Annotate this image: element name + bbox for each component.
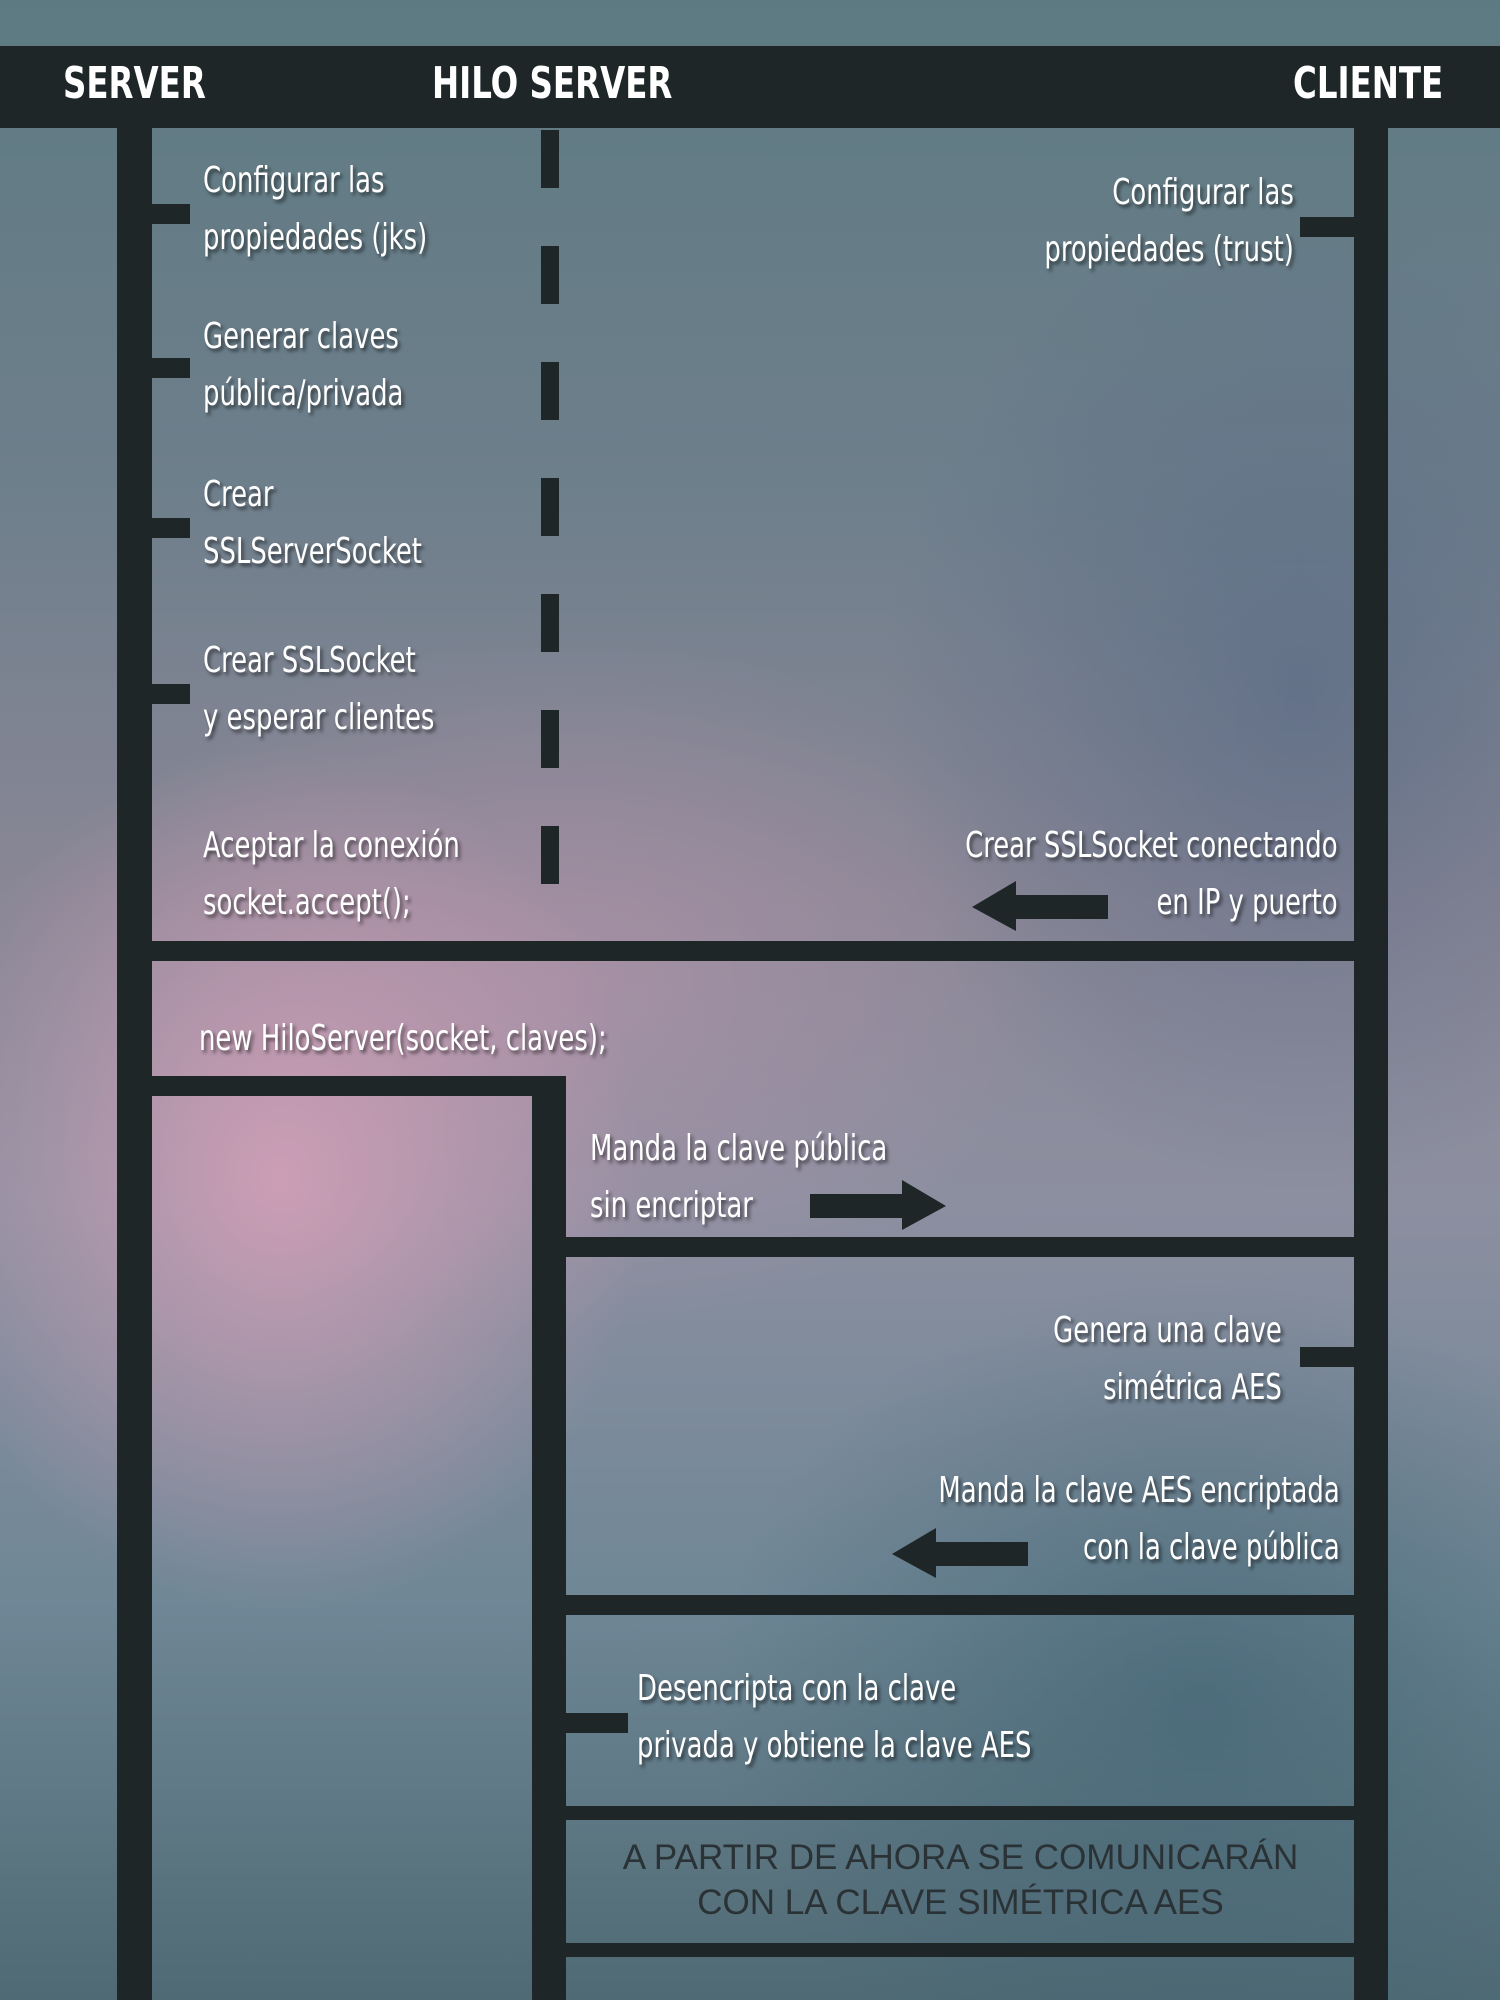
hilo-server-lifeline: [532, 1076, 566, 2000]
arrow-left-icon: [972, 881, 1108, 931]
server-lifeline: [117, 128, 152, 2000]
new-thread-label: new HiloServer(socket, claves);: [199, 1018, 607, 1059]
client-step-tick: [1300, 217, 1354, 237]
client-lifeline: [1354, 128, 1388, 2000]
arrow-right-icon: [810, 1180, 946, 1230]
hilo-dash: [541, 594, 559, 652]
hilo-dash: [541, 246, 559, 304]
server-step-tick: [152, 204, 190, 224]
server-step-tick: [152, 684, 190, 704]
cliente-column-title: CLIENTE: [1293, 58, 1444, 109]
final-note-top-line: [566, 1806, 1354, 1820]
hilo-dash: [541, 362, 559, 420]
connection-line: [152, 941, 1354, 961]
hilo-step-tick: [566, 1713, 628, 1733]
header-bar: [0, 46, 1500, 128]
hilo-dash: [541, 826, 559, 884]
arrow-left-icon: [892, 1528, 1028, 1578]
hilo-server-column-title: HILO SERVER: [432, 58, 673, 109]
server-column-title: SERVER: [63, 58, 206, 109]
client-step-tick: [1300, 1347, 1354, 1367]
final-note-bottom-line: [566, 1943, 1354, 1957]
public-key-line: [566, 1237, 1354, 1257]
server-step-tick: [152, 358, 190, 378]
aes-key-line: [566, 1595, 1354, 1615]
server-step-tick: [152, 518, 190, 538]
hilo-dash: [541, 710, 559, 768]
thread-branch-line: [152, 1076, 566, 1096]
hilo-dash: [541, 130, 559, 188]
hilo-dash: [541, 478, 559, 536]
